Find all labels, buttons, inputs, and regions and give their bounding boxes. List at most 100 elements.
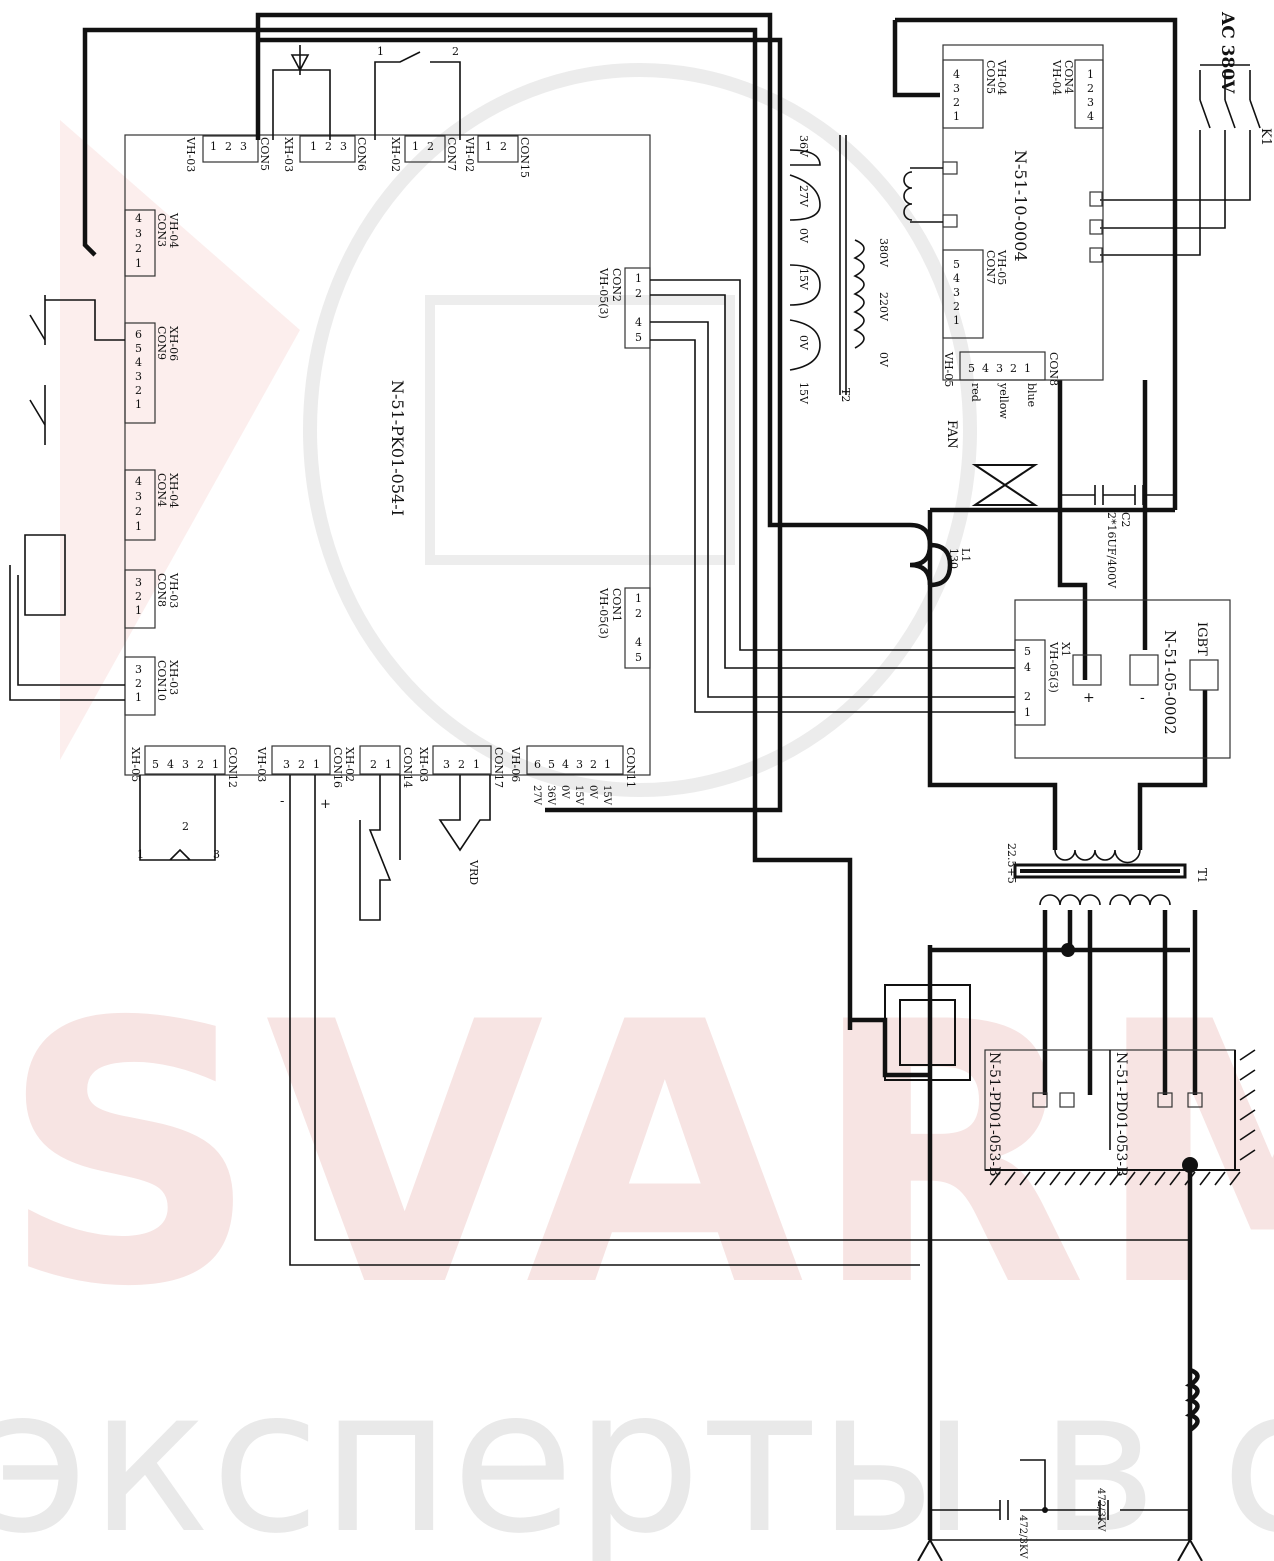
ac-input-label: AC 380V: [1217, 11, 1237, 94]
p-con7-pin: 1: [953, 314, 960, 327]
con2-pin: 1: [635, 272, 642, 285]
con5-pin: 2: [225, 140, 232, 153]
t2-primary-380v: 380V: [877, 238, 890, 268]
switch-pin-1: 1: [377, 45, 384, 58]
capacitor-c2: C2 2*16UF/400V: [1060, 485, 1175, 589]
rail-15v-b: 15V: [601, 785, 612, 806]
t2-tap-27v: 27V: [797, 185, 810, 208]
con12-pin: 5: [152, 758, 159, 771]
con6-label: CON6: [355, 137, 368, 171]
power-board-label: N-51-10-0004: [1011, 150, 1030, 262]
con1-label: CON1: [610, 588, 623, 622]
c2-value: 2*16UF/400V: [1105, 512, 1118, 589]
con15-type: VH-02: [463, 136, 476, 172]
fan-wire-red: red: [969, 383, 982, 402]
con10-pin: 2: [135, 677, 142, 690]
con17-pin: 2: [458, 758, 465, 771]
x1-pin: 5: [1024, 645, 1031, 658]
con11-pin: 4: [562, 758, 569, 771]
switch-pin-2: 2: [452, 45, 459, 58]
con12-pin: 4: [167, 758, 174, 771]
con4-left-label: CON4: [155, 473, 168, 507]
fan: FAN: [944, 420, 1039, 506]
con9-type: XH-06: [167, 326, 180, 361]
con10-type: XH-03: [167, 660, 180, 695]
pd-boards: N-51-PD01-053-B N-51-PD01-053-B: [984, 1049, 1256, 1186]
p-con4-pin: 3: [1087, 96, 1094, 109]
p-con8-pin: 3: [996, 362, 1003, 375]
con4-left-pin: 1: [135, 520, 142, 533]
con14-type: XH-02: [343, 747, 356, 782]
t2-tap-0v-a: 0V: [797, 228, 810, 244]
p-con8-type: VH-05: [942, 351, 955, 387]
p-con8-pin: 2: [1010, 362, 1017, 375]
transformer-t2: T2 36V 27V 0V 15V 0V 15V 380V 220V 0V: [789, 135, 890, 405]
p-con4-type: VH-04: [1050, 59, 1063, 95]
p-con8-pin: 5: [968, 362, 975, 375]
watermark: SVARMA эксперты в сварке: [0, 63, 1274, 1561]
rail-0v-b: 0V: [587, 785, 598, 799]
con12-pin: 1: [212, 758, 219, 771]
con4-left-pin: 3: [135, 490, 142, 503]
con7-top-pin: 2: [427, 140, 434, 153]
rail-15v-a: 15V: [573, 785, 584, 806]
x1-pin: 4: [1024, 661, 1031, 674]
p-con5-pin: 4: [953, 68, 960, 81]
con16-label: CON16: [331, 747, 344, 788]
con17-pin: 1: [473, 758, 480, 771]
con8-type: VH-03: [167, 572, 180, 608]
p-con7-pin: 3: [953, 286, 960, 299]
con1-pin: 5: [635, 651, 642, 664]
con11-pin: 1: [604, 758, 611, 771]
igbt-board-label: N-51-05-0002: [1161, 630, 1179, 735]
rail-0v-a: 0V: [559, 785, 570, 799]
con9-pin: 2: [135, 384, 142, 397]
watermark-tagline: эксперты в сварке: [0, 1345, 1274, 1561]
pd-right-label: N-51-PD01-053-B: [1113, 1052, 1129, 1176]
con14-pin: 2: [370, 758, 377, 771]
con16-type: VH-03: [255, 746, 268, 782]
con5-type: VH-03: [184, 136, 197, 172]
con11-rails: 27V 36V 0V 15V 0V 15V: [531, 785, 612, 806]
pot-pin-1: 1: [137, 848, 144, 861]
con5-pin: 1: [210, 140, 217, 153]
p-con7-label: CON7: [984, 250, 997, 284]
con16-minus: -: [280, 794, 284, 809]
con5-label: CON5: [258, 137, 271, 171]
power-board: N-51-10-0004 CON5 VH-04 CON4 VH-04 CON7 …: [903, 44, 1104, 419]
p-con8-pin: 1: [1024, 362, 1031, 375]
con2-type: VH-05(3): [597, 267, 610, 319]
igbt-minus: -: [1140, 690, 1145, 706]
con7-top-label: CON7: [445, 137, 458, 171]
t2-tap-15v-a: 15V: [797, 268, 810, 291]
c2-label: C2: [1119, 512, 1132, 527]
con10-pin: 3: [135, 663, 142, 676]
x1-pin: 2: [1024, 690, 1031, 703]
pot-pin-2: 2: [182, 820, 189, 833]
p-con7-pin: 4: [953, 272, 960, 285]
con8-pin: 2: [135, 590, 142, 603]
con16-pin: 1: [313, 758, 320, 771]
con9-pin: 3: [135, 370, 142, 383]
con1-pin: 1: [635, 592, 642, 605]
con12-pin: 3: [182, 758, 189, 771]
con15-pin: 2: [500, 140, 507, 153]
t1-label: T1: [1195, 868, 1209, 884]
p-con5-pin: 3: [953, 82, 960, 95]
con15-label: CON15: [518, 137, 531, 178]
con3-pin: 1: [135, 257, 142, 270]
con3-type: VH-04: [167, 212, 180, 248]
con2-pin: 4: [635, 316, 642, 329]
p-con7-type: VH-05: [995, 249, 1008, 285]
t2-primary-220v: 220V: [877, 292, 890, 322]
p-con8-pin: 4: [982, 362, 989, 375]
con11-pin: 6: [534, 758, 541, 771]
pot-pin-3: 3: [213, 848, 220, 861]
con17-type: XH-03: [417, 747, 430, 782]
con11-pin: 5: [548, 758, 555, 771]
con3-pin: 2: [135, 242, 142, 255]
p-con7-pin: 5: [953, 258, 960, 271]
con12-type: XH-05: [129, 747, 142, 782]
con11-pin: 2: [590, 758, 597, 771]
